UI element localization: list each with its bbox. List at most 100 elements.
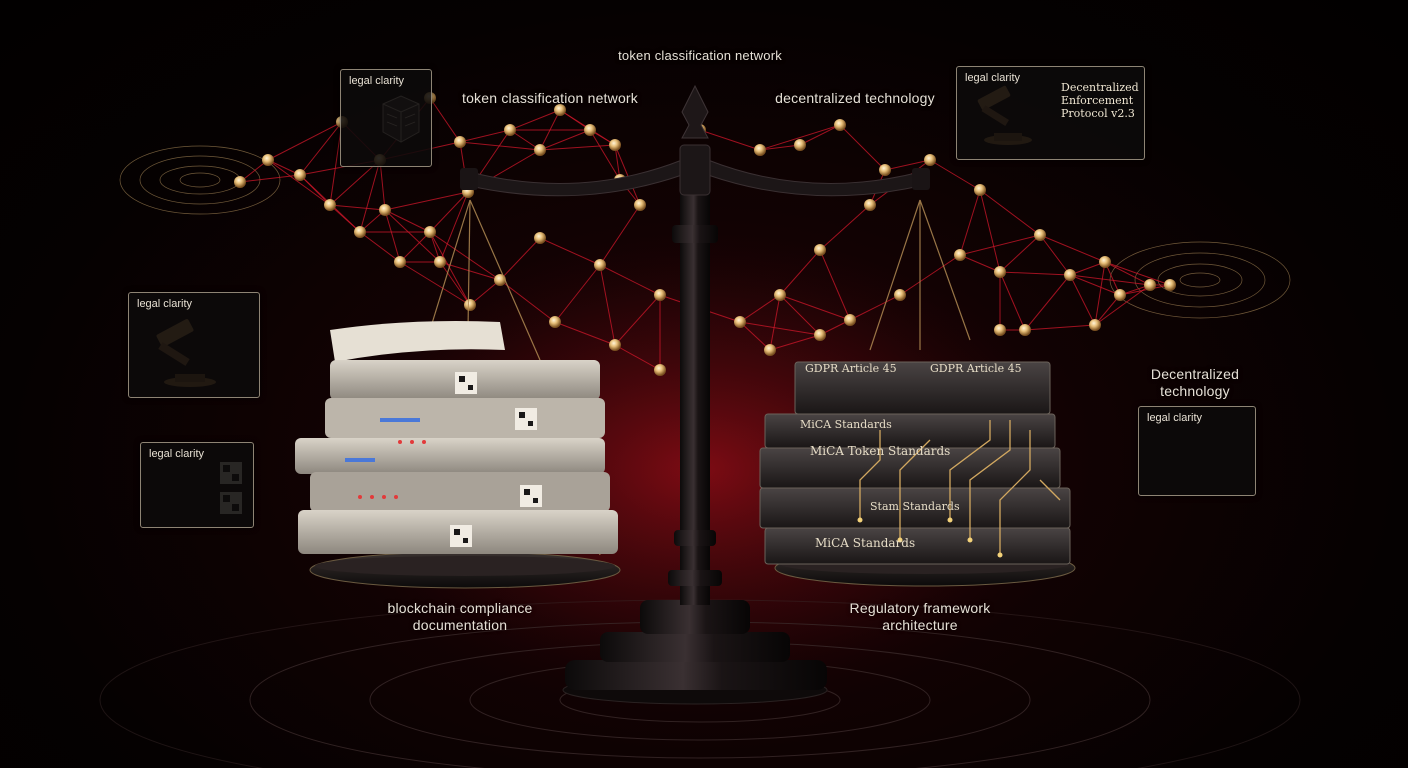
network-edge — [539, 109, 561, 151]
network-node — [1099, 256, 1111, 268]
card-top-left: legal clarity — [340, 69, 432, 167]
card-title: legal clarity — [149, 448, 205, 460]
network-node — [1164, 279, 1176, 291]
network-node — [394, 256, 406, 268]
network-edge — [999, 271, 1071, 276]
network-edge — [399, 261, 471, 306]
network-edge — [509, 109, 561, 131]
label-bottom-right: Regulatory framework architecture — [849, 600, 991, 633]
network-edge — [267, 121, 343, 161]
network-edge — [359, 231, 401, 263]
network-edge — [539, 144, 616, 151]
network-node — [534, 144, 546, 156]
network-edge — [359, 159, 381, 233]
network-node — [1114, 289, 1126, 301]
network-node — [234, 176, 246, 188]
network-node — [1019, 324, 1031, 336]
network-edge — [779, 249, 821, 296]
network-node — [584, 124, 596, 136]
network-edge — [849, 294, 901, 321]
network-edge — [769, 334, 821, 351]
network-edge — [589, 129, 621, 181]
network-edge — [979, 189, 1041, 236]
network-node — [774, 289, 786, 301]
network-node — [994, 266, 1006, 278]
network-edge — [299, 121, 343, 176]
network-edge — [1104, 261, 1171, 286]
network-edge — [779, 294, 851, 321]
network-node — [609, 339, 621, 351]
network-edge — [999, 271, 1026, 331]
network-edge — [884, 159, 931, 171]
network-edge — [739, 321, 821, 336]
network-edge — [699, 129, 761, 151]
label-top-left: token classification network — [461, 90, 638, 106]
card-heading: Decentralized Enforcement Protocol v2.3 — [1061, 81, 1139, 120]
network-edge — [929, 159, 981, 191]
network-edge — [739, 321, 771, 351]
network-node — [454, 136, 466, 148]
network-node — [504, 124, 516, 136]
network-edge — [1069, 261, 1106, 276]
network-node — [834, 119, 846, 131]
network-node — [764, 344, 776, 356]
network-edge — [1094, 261, 1106, 326]
label-top-center: token classification network — [618, 48, 782, 63]
network-edge — [329, 159, 381, 206]
network-edge — [509, 129, 541, 151]
network-node — [1064, 269, 1076, 281]
network-edge — [1094, 294, 1121, 326]
network-edge — [1069, 274, 1121, 296]
card-top-right: legal clarity Decentralized Enforcement … — [956, 66, 1145, 160]
network-edge — [539, 129, 591, 151]
network-edge — [459, 129, 511, 143]
stack-label: Stam Standards — [870, 500, 960, 513]
network-edge — [599, 264, 661, 296]
network-node — [654, 364, 666, 376]
stack-label: MiCA Token Standards — [810, 444, 951, 458]
network-edge — [439, 191, 469, 263]
network-edge — [267, 159, 331, 206]
network-edge — [599, 204, 641, 266]
network-edge — [384, 209, 431, 233]
network-node — [864, 199, 876, 211]
network-node — [844, 314, 856, 326]
network-edge — [539, 237, 601, 266]
card-title: legal clarity — [349, 75, 405, 87]
network-node — [354, 226, 366, 238]
network-edge — [839, 124, 886, 171]
network-edge — [379, 159, 386, 211]
network-node — [549, 316, 561, 328]
network-edge — [384, 209, 441, 263]
network-edge — [384, 209, 401, 263]
network-edge — [759, 124, 841, 151]
network-edge — [1104, 261, 1151, 286]
network-edge — [1069, 274, 1096, 326]
network-edge — [614, 294, 661, 346]
network-node — [894, 289, 906, 301]
network-edge — [429, 191, 469, 233]
network-node — [734, 316, 746, 328]
card-title: legal clarity — [1147, 412, 1203, 424]
network-edge — [1119, 284, 1171, 296]
network-edge — [1069, 274, 1151, 286]
network-edge — [439, 261, 471, 306]
network-edge — [959, 189, 981, 256]
card-right-middle: legal clarity — [1138, 406, 1256, 496]
stack-label: MiCA Standards — [800, 418, 892, 431]
network-edge — [239, 174, 301, 183]
network-edge — [499, 279, 556, 323]
label-top-right: decentralized technology — [775, 90, 935, 106]
label-bottom-left: blockchain compliance documentation — [387, 600, 533, 633]
network-node — [534, 232, 546, 244]
scale-finial — [681, 84, 709, 139]
network-edge — [899, 254, 961, 296]
network-node — [434, 256, 446, 268]
network-node — [924, 154, 936, 166]
network-lines — [234, 92, 1176, 376]
network-node — [262, 154, 274, 166]
network-node — [754, 144, 766, 156]
network-edge — [1104, 261, 1121, 296]
network-edge — [429, 231, 471, 306]
network-node — [794, 139, 806, 151]
